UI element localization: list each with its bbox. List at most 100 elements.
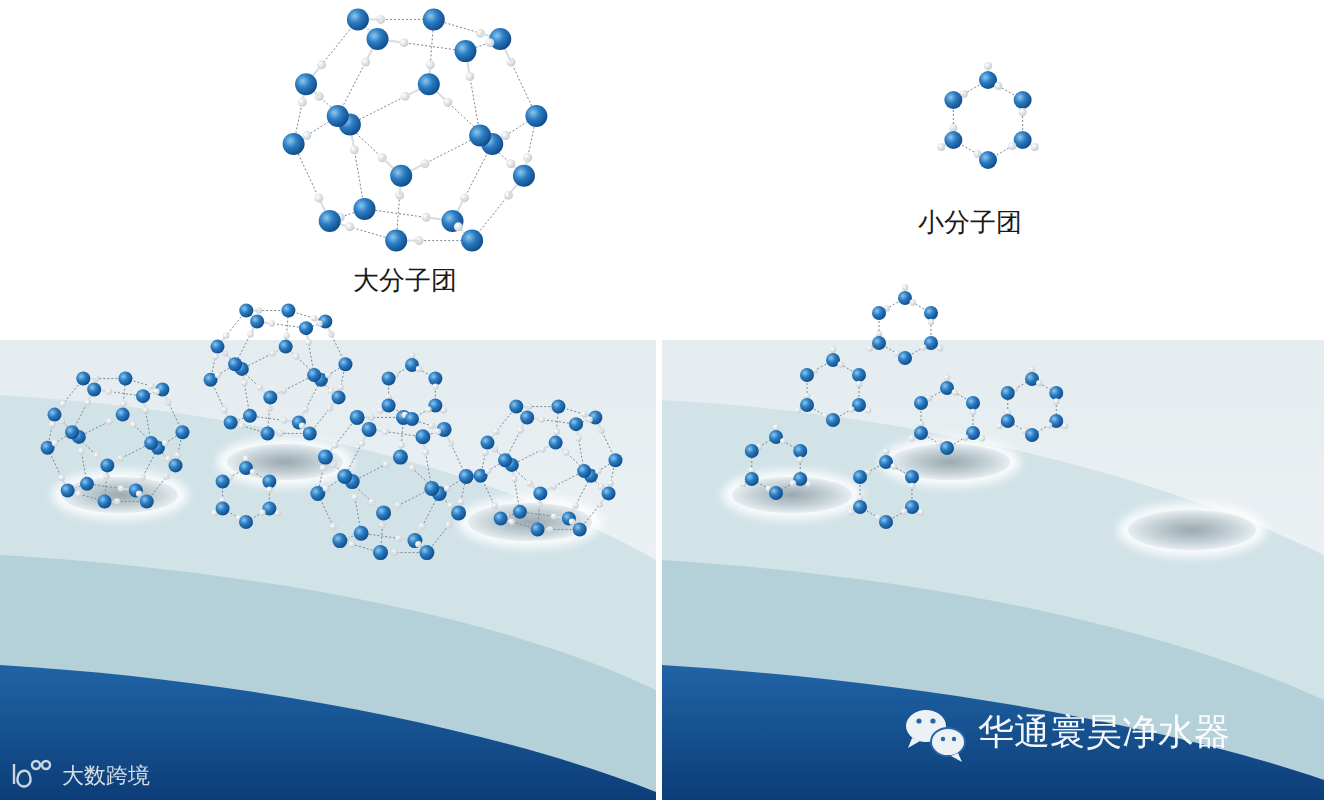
hydrogen-atom (316, 320, 322, 326)
oxygen-atom (509, 400, 523, 414)
oxygen-atom (87, 382, 101, 396)
hydrogen-atom (165, 456, 171, 462)
hydrogen-atom (425, 406, 431, 412)
oxygen-atom (745, 444, 759, 458)
molecule-clusters (41, 8, 1068, 560)
water-cluster (382, 358, 443, 426)
oxygen-atom (382, 399, 396, 413)
oxygen-atom (299, 321, 313, 335)
oxygen-atom (337, 469, 352, 484)
oxygen-atom (423, 8, 445, 30)
hydrogen-atom (493, 429, 499, 435)
hydrogen-atom (269, 320, 275, 326)
oxygen-atom (531, 522, 545, 536)
hydrogen-atom (1046, 422, 1052, 428)
hydrogen-atom (994, 82, 1002, 90)
hydrogen-atom (250, 469, 256, 475)
hydrogen-bond (79, 437, 87, 484)
hydrogen-bond (250, 416, 299, 423)
oxygen-atom (140, 494, 154, 508)
hydrogen-bond (242, 369, 250, 416)
oxygen-atom (144, 436, 158, 450)
hydrogen-atom (856, 381, 862, 387)
oxygen-atom (362, 422, 377, 437)
hydrogen-atom (1053, 398, 1059, 404)
oxygen-atom (393, 450, 408, 465)
oxygen-atom (745, 472, 759, 486)
oxygen-atom (332, 533, 347, 548)
hydrogen-atom (330, 523, 337, 530)
oxygen-atom (573, 522, 587, 536)
oxygen-atom (65, 425, 79, 439)
water-cluster (800, 353, 866, 427)
hydrogen-atom (511, 476, 517, 482)
hydrogen-bond (500, 39, 536, 116)
hydrogen-atom (332, 442, 339, 449)
hydrogen-atom (1031, 143, 1039, 151)
hydrogen-atom (830, 346, 836, 352)
hydrogen-bond (520, 512, 569, 519)
hydrogen-atom (302, 131, 311, 140)
oxygen-atom (1001, 414, 1015, 428)
water-cluster (310, 410, 473, 560)
oxygen-atom (489, 28, 511, 50)
hydrogen-bond (352, 457, 400, 482)
oxygen-atom (175, 425, 189, 439)
hydrogen-atom (239, 423, 245, 429)
hydrogen-bond (79, 415, 123, 437)
hydrogen-atom (269, 350, 275, 356)
oxygen-atom (853, 470, 867, 484)
oxygen-atom (419, 545, 434, 560)
hydrogen-atom (443, 98, 452, 107)
pore-hole (468, 503, 592, 541)
oxygen-atom (382, 372, 396, 386)
oxygen-atom (424, 481, 439, 496)
hydrogen-atom (221, 407, 227, 413)
hydrogen-bond (512, 465, 520, 512)
hydrogen-bond (257, 321, 306, 328)
water-cluster (283, 8, 548, 251)
hydrogen-bond (211, 380, 231, 423)
pore (880, 437, 1020, 487)
oxygen-atom (513, 165, 535, 187)
hydrogen-atom (539, 416, 545, 422)
hydrogen-bond (143, 396, 151, 443)
oxygen-atom (250, 314, 264, 328)
hydrogen-atom (865, 407, 871, 413)
hydrogen-atom (928, 319, 934, 325)
hydrogen-atom (350, 145, 359, 154)
layer-band (0, 395, 656, 800)
hydrogen-bond (427, 513, 459, 553)
membrane-pores (52, 437, 1266, 557)
hydrogen-atom (563, 449, 569, 455)
pore (1118, 503, 1266, 557)
hydrogen-atom (1036, 380, 1042, 386)
hydrogen-atom (454, 222, 463, 231)
watermark-logo (14, 761, 50, 787)
oxygen-atom (940, 441, 954, 455)
hydrogen-bond (306, 19, 358, 84)
hydrogen-atom (409, 465, 416, 472)
hydrogen-atom (84, 399, 90, 405)
oxygen-atom (239, 515, 253, 529)
hydrogen-atom (848, 509, 854, 515)
hydrogen-atom (909, 483, 915, 489)
oxygen-atom (136, 389, 150, 403)
oxygen-atom (944, 91, 962, 109)
oxygen-atom (216, 475, 230, 489)
hydrogen-atom (60, 401, 66, 407)
oxygen-atom (292, 416, 306, 430)
hydrogen-atom (553, 429, 559, 435)
oxygen-atom (367, 28, 389, 50)
oxygen-atom (295, 73, 317, 95)
oxygen-atom (872, 306, 886, 320)
hydrogen-atom (223, 333, 229, 339)
hydrogen-atom (902, 284, 908, 290)
hydrogen-atom (780, 438, 786, 444)
oxygen-atom (373, 545, 388, 560)
watermark: 大数跨境 (62, 763, 150, 788)
hydrogen-atom (383, 461, 390, 468)
hydrogen-atom (323, 485, 330, 492)
hydrogen-bond (472, 176, 524, 241)
